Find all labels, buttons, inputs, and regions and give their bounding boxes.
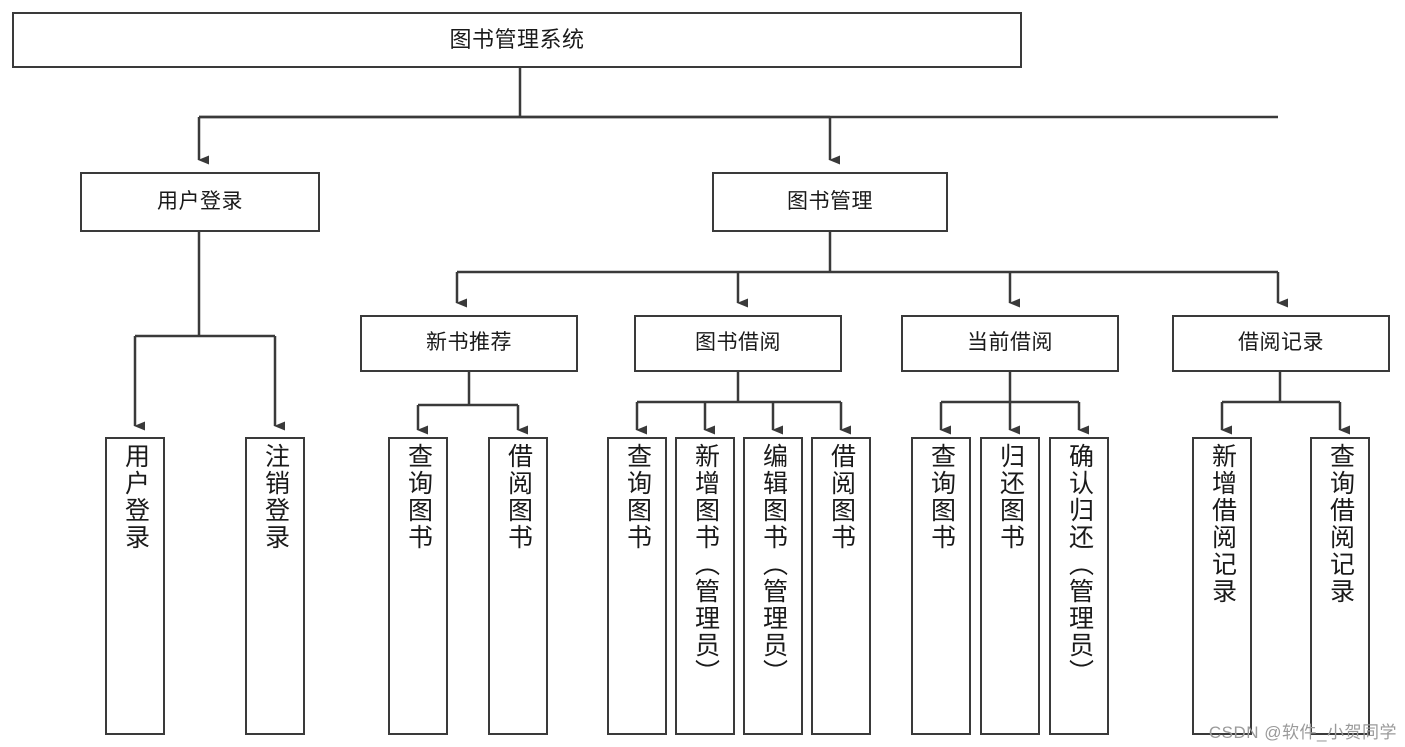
watermark-credit: CSDN @软件_小贺同学 <box>1208 723 1397 742</box>
node-current-borrow[interactable]: 当前借阅 <box>901 315 1119 372</box>
node-book-borrow[interactable]: 图书借阅 <box>634 315 842 372</box>
node-label: 新增借阅记录 <box>1208 443 1237 605</box>
node-label: 图书借阅 <box>695 331 781 355</box>
node-label: 查询图书 <box>927 443 956 551</box>
node-label: 查询图书 <box>623 443 652 551</box>
leaf-borrow-book[interactable]: 借阅图书 <box>811 437 871 735</box>
node-label: 当前借阅 <box>967 331 1053 355</box>
leaf-edit-book-admin[interactable]: 编辑图书（管理员） <box>743 437 803 735</box>
node-label: 查询图书 <box>404 443 433 551</box>
leaf-user-login[interactable]: 用户登录 <box>105 437 165 735</box>
node-book-manage[interactable]: 图书管理 <box>712 172 948 232</box>
leaf-borrow-book-recommend[interactable]: 借阅图书 <box>488 437 548 735</box>
leaf-add-book-admin[interactable]: 新增图书（管理员） <box>675 437 735 735</box>
leaf-query-book-borrow[interactable]: 查询图书 <box>607 437 667 735</box>
node-borrow-record[interactable]: 借阅记录 <box>1172 315 1390 372</box>
node-label: 注销登录 <box>261 443 290 551</box>
node-label: 新书推荐 <box>426 331 512 355</box>
node-label: 确认归还（管理员） <box>1065 443 1094 686</box>
leaf-query-book-recommend[interactable]: 查询图书 <box>388 437 448 735</box>
node-label: 用户登录 <box>121 443 150 551</box>
leaf-logout[interactable]: 注销登录 <box>245 437 305 735</box>
node-label: 借阅记录 <box>1238 331 1324 355</box>
node-root-system[interactable]: 图书管理系统 <box>12 12 1022 68</box>
node-label: 归还图书 <box>996 443 1025 551</box>
node-user-login[interactable]: 用户登录 <box>80 172 320 232</box>
node-label: 图书管理 <box>787 189 873 213</box>
node-label: 查询借阅记录 <box>1326 443 1355 605</box>
leaf-return-book[interactable]: 归还图书 <box>980 437 1040 735</box>
node-new-book-recommend[interactable]: 新书推荐 <box>360 315 578 372</box>
node-label: 图书管理系统 <box>449 27 585 53</box>
leaf-add-borrow-record[interactable]: 新增借阅记录 <box>1192 437 1252 735</box>
node-label: 编辑图书（管理员） <box>759 443 788 686</box>
leaf-query-borrow-record[interactable]: 查询借阅记录 <box>1310 437 1370 735</box>
node-label: 借阅图书 <box>504 443 533 551</box>
leaf-query-book-current[interactable]: 查询图书 <box>911 437 971 735</box>
node-label: 用户登录 <box>157 189 243 213</box>
node-label: 借阅图书 <box>827 443 856 551</box>
leaf-confirm-return-admin[interactable]: 确认归还（管理员） <box>1049 437 1109 735</box>
node-label: 新增图书（管理员） <box>691 443 720 686</box>
